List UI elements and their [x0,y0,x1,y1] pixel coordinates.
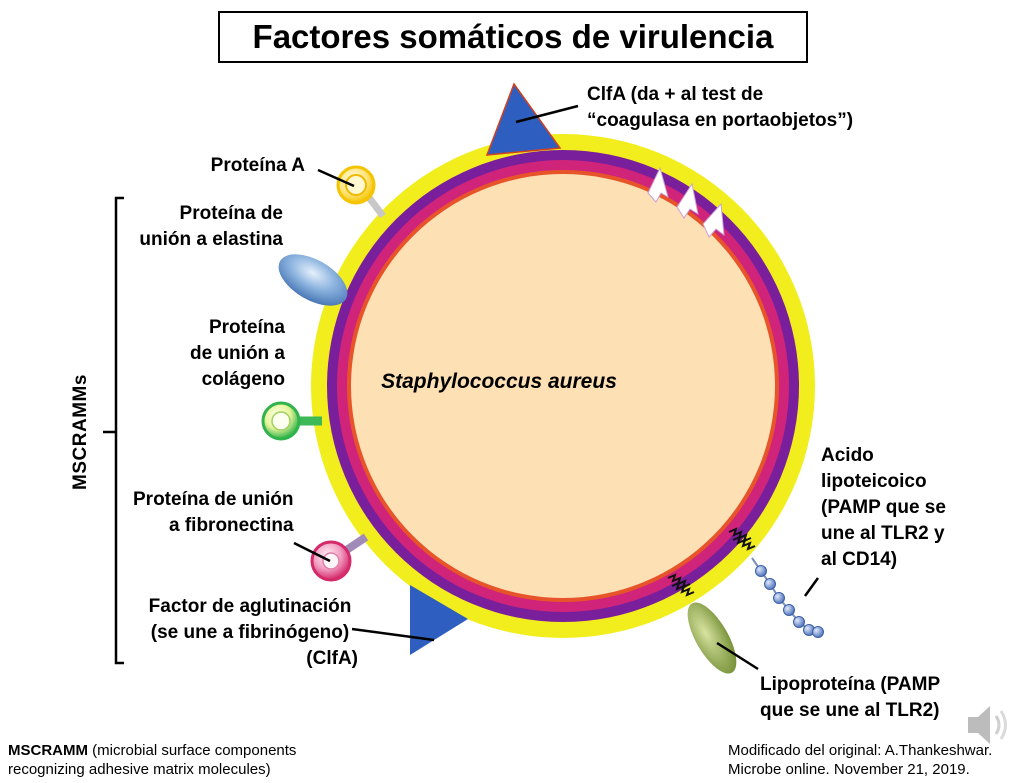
lta-leader [805,578,818,596]
title-box: Factores somáticos de virulencia [218,11,808,63]
footer-mscramm-definition: MSCRAMM (microbial surface components re… [8,741,296,779]
organism-name: Staphylococcus aureus [339,370,659,394]
fibronectina-core [323,553,339,569]
label-acido-lipoteicoico: Acido lipoteicoico (PAMP que se une al T… [821,443,946,573]
label-lipoproteina: Lipoproteína (PAMP que se une al TLR2) [760,672,940,724]
label-aglutinacion: Factor de aglutinación (se une a fibrinó… [130,594,370,672]
label-colageno: Proteína de unión a colágeno [120,315,285,393]
lipoprotein [678,595,746,680]
speaker-icon[interactable] [962,700,1022,750]
mscramms-bracket [103,198,124,663]
label-elastina: Proteína de unión a elastina [90,201,283,253]
mscramms-label: MSCRAMMs [70,374,92,490]
page-title: Factores somáticos de virulencia [253,18,774,56]
label-clfa-top: ClfA (da + al test de “coagulasa en port… [587,82,853,134]
label-proteina-a: Proteína A [150,153,305,179]
footer-source: Modificado del original: A.Thankeshwar. … [728,741,992,779]
colageno-core [272,412,290,430]
label-fibronectina: Proteína de unión a fibronectina [133,487,294,539]
